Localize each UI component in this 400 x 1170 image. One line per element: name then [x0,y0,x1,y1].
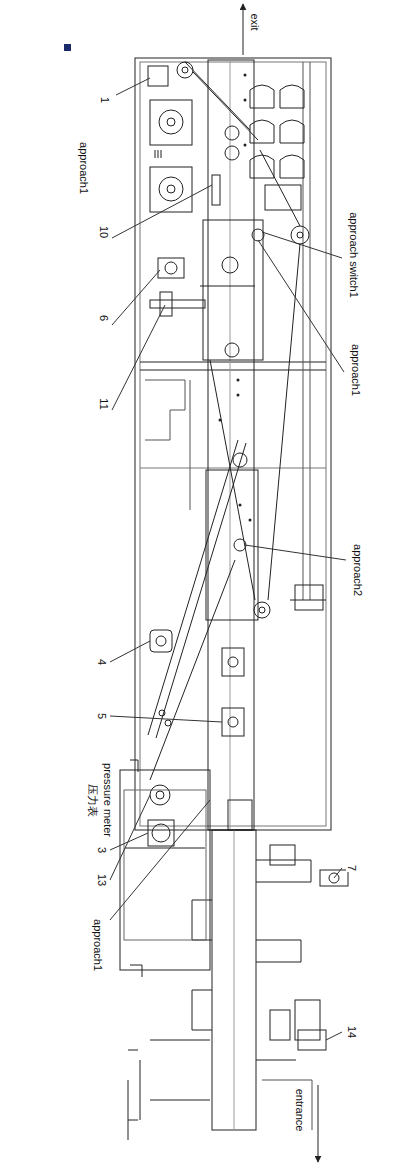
part-label: approach1 [350,343,362,397]
part-label: exit [249,12,261,31]
main-frame [135,58,331,830]
roller-set [177,62,309,618]
central-conveyor [203,60,263,830]
icon-mark [64,44,71,51]
callout-number: 11 [98,397,110,410]
part-label: approach1 [78,141,90,195]
part-label: entrance [294,1088,306,1133]
callout-number: 14 [346,1025,358,1039]
exit-arrow [243,4,244,55]
part-label: 压力表 [86,783,98,818]
callout-number: 6 [98,314,110,322]
frame-bracket [145,380,190,510]
entrance-arrow [318,1085,319,1162]
callout-number: 3 [96,846,108,854]
callout-number: 13 [96,873,108,887]
leader-lines [110,78,346,1040]
approach-sensor [155,150,161,158]
pressure-unit [120,760,210,1140]
diagonal-beam [148,440,246,780]
part-label: approach switch1 [348,211,360,299]
part-label: pressure meter [102,762,114,838]
part-label: approach1 [92,918,104,972]
callout-number: 4 [96,658,108,666]
callout-number: 10 [98,225,110,239]
callout-number: 5 [96,712,108,720]
callout-number: 7 [346,864,358,872]
callout-number: 1 [99,96,111,104]
part-label: approach2 [352,543,364,597]
entrance-conveyor [192,800,348,1130]
